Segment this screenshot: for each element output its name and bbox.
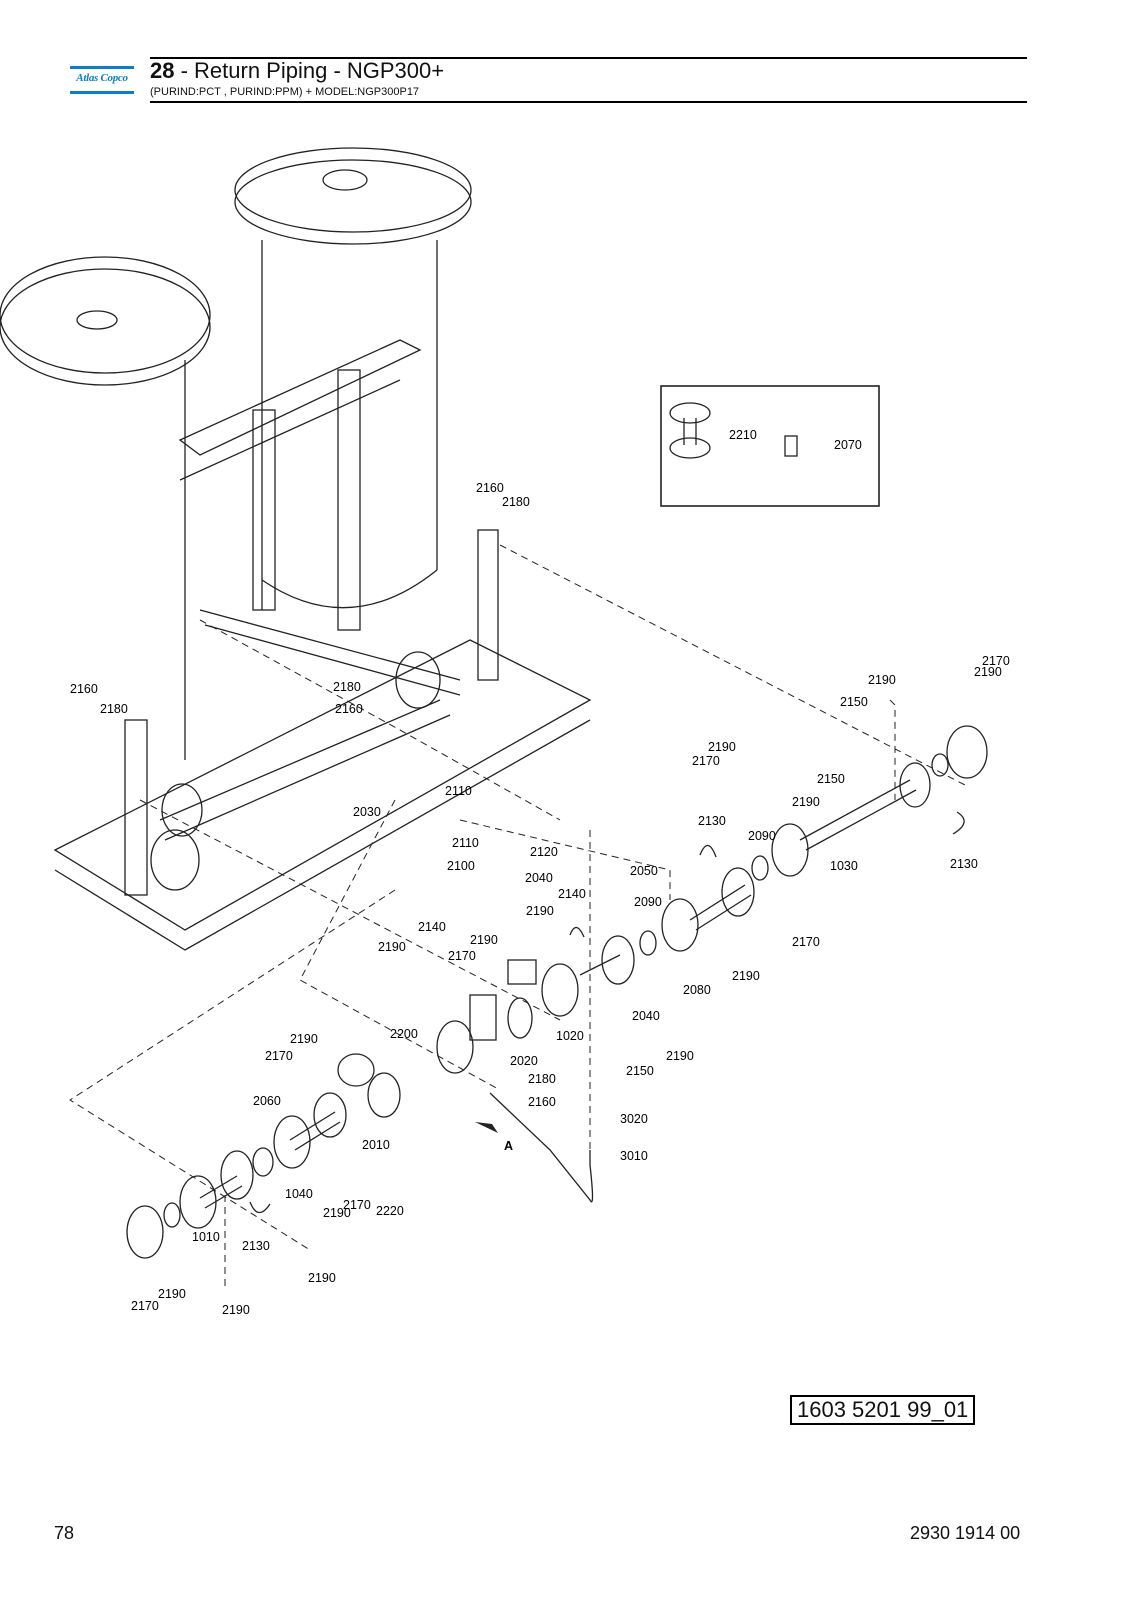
part-callout: 2170 [131, 1299, 159, 1313]
part-callout: 2190 [708, 740, 736, 754]
part-callout: 2090 [634, 895, 662, 909]
view-label: A [504, 1139, 513, 1153]
part-callout: 2020 [510, 1054, 538, 1068]
part-callout: 1030 [830, 859, 858, 873]
part-callout: 2160 [476, 481, 504, 495]
part-callout: 2110 [452, 836, 479, 850]
part-callout: 2110 [445, 784, 472, 798]
page-title: 28 - Return Piping - NGP300+ [150, 58, 444, 84]
document-number: 2930 1914 00 [910, 1523, 1021, 1543]
frame-post [252, 409, 276, 611]
part-callout: 2150 [817, 772, 845, 786]
part-callout: 2040 [632, 1009, 660, 1023]
base-frame [53, 639, 592, 931]
part-callout: 2160 [335, 702, 363, 716]
part-callout: 2080 [683, 983, 711, 997]
part-callout: 2190 [323, 1206, 351, 1220]
page-number: 78 [54, 1523, 75, 1543]
part-callout: 3020 [620, 1112, 648, 1126]
part-callout: 2130 [698, 814, 726, 828]
part-callout: 2180 [100, 702, 128, 716]
part-callout: 2200 [390, 1027, 418, 1041]
part-callout: 2190 [470, 933, 498, 947]
inset-part-callout: 2210 [729, 428, 757, 442]
drawing-reference: 1603 5201 99_01 [790, 1395, 976, 1425]
part-callout: 2190 [666, 1049, 694, 1063]
detail-inset-frame [660, 385, 880, 507]
part-callout: 2040 [525, 871, 553, 885]
part-callout: 2180 [333, 680, 361, 694]
part-callout: 2220 [376, 1204, 404, 1218]
frame-post [337, 369, 361, 631]
part-callout: 2180 [528, 1072, 556, 1086]
part-callout: 2130 [950, 857, 978, 871]
part-callout: 2010 [362, 1138, 390, 1152]
part-callout: 2050 [630, 864, 658, 878]
frame-post [477, 529, 499, 681]
part-callout: 2170 [265, 1049, 293, 1063]
page-subtitle: (PURIND:PCT , PURIND:PPM) + MODEL:NGP300… [150, 86, 420, 98]
part-callout: 1040 [285, 1187, 313, 1201]
inset-part-callout: 2070 [834, 438, 862, 452]
part-callout: 2170 [448, 949, 476, 963]
atlas-copco-logo: Atlas Copco [70, 66, 134, 96]
part-callout: 2190 [868, 673, 896, 687]
part-callout: 1020 [556, 1029, 584, 1043]
part-callout: 2190 [792, 795, 820, 809]
view-arrow [475, 1122, 498, 1133]
part-callout: 2030 [353, 805, 381, 819]
logo-text: Atlas Copco [76, 72, 128, 84]
part-callout: 3010 [620, 1149, 648, 1163]
part-callout: 2170 [982, 654, 1010, 668]
part-callout: 2180 [502, 495, 530, 509]
part-callout: 2190 [974, 665, 1002, 679]
part-callout: 1010 [192, 1230, 220, 1244]
part-callout: 2160 [70, 682, 98, 696]
part-callout: 2190 [290, 1032, 318, 1046]
vessel-flange-left [0, 256, 211, 374]
part-callout: 2190 [308, 1271, 336, 1285]
part-callout: 2150 [840, 695, 868, 709]
part-callout: 2190 [158, 1287, 186, 1301]
vessel-flange-top [234, 147, 472, 233]
part-callout: 2150 [626, 1064, 654, 1078]
part-callout: 2170 [692, 754, 720, 768]
part-callout: 2060 [253, 1094, 281, 1108]
part-callout: 2140 [558, 887, 586, 901]
part-callout: 2190 [732, 969, 760, 983]
frame-post [124, 719, 148, 896]
header-bottom-rule [150, 101, 1027, 103]
part-callout: 2190 [526, 904, 554, 918]
header-top-rule [150, 57, 1027, 59]
part-callout: 2140 [418, 920, 446, 934]
part-callout: 2090 [748, 829, 776, 843]
part-callout: 2170 [343, 1198, 371, 1212]
section-title: - Return Piping - NGP300+ [174, 58, 445, 83]
part-callout: 2130 [242, 1239, 270, 1253]
part-callout: 2190 [378, 940, 406, 954]
part-callout: 2160 [528, 1095, 556, 1109]
part-callout: 2190 [222, 1303, 250, 1317]
part-callout: 2120 [530, 845, 558, 859]
section-number: 28 [150, 58, 175, 83]
part-callout: 2100 [447, 859, 475, 873]
part-callout: 2170 [792, 935, 820, 949]
